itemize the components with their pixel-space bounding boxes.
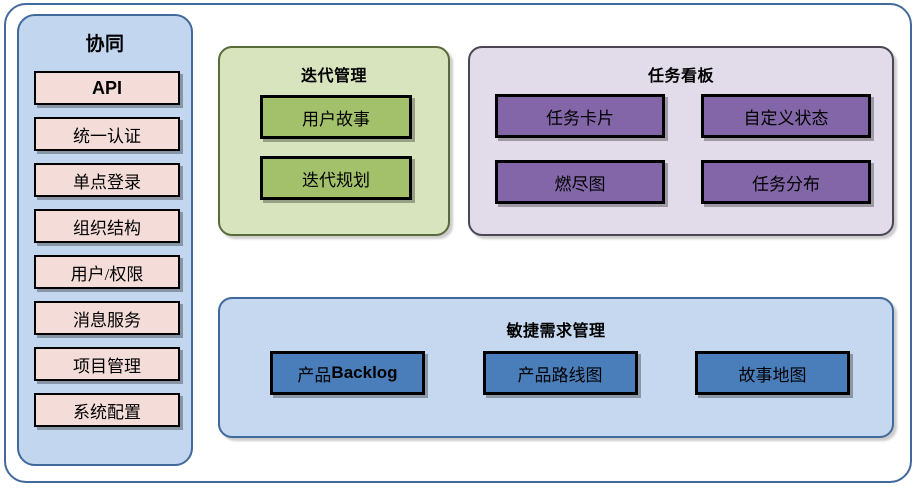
agile-item-product-backlog-suffix: Backlog [331, 363, 398, 382]
agile-item-product-backlog-prefix: 产品 [297, 365, 332, 385]
task-board-item-grid: 任务卡片 自定义状态 燃尽图 任务分布 [495, 94, 871, 204]
sidebar-item-system-config[interactable]: 系统配置 [34, 393, 180, 427]
panel-iteration-management-title: 迭代管理 [300, 68, 367, 85]
panel-collaboration-title: 协同 [85, 34, 125, 55]
sidebar-item-org-structure[interactable]: 组织结构 [34, 209, 180, 243]
taskboard-item-task-card[interactable]: 任务卡片 [495, 94, 665, 138]
iteration-item-list: 用户故事 迭代规划 [260, 95, 412, 217]
sidebar-item-single-sign-on[interactable]: 单点登录 [34, 163, 180, 197]
sidebar-item-user-permission[interactable]: 用户/权限 [34, 255, 180, 289]
agile-item-product-roadmap[interactable]: 产品路线图 [482, 351, 638, 395]
panel-collaboration[interactable]: 协同 API 统一认证 单点登录 组织结构 用户/权限 消息服务 项目管理 系统… [17, 14, 193, 466]
panel-iteration-management[interactable]: 迭代管理 用户故事 迭代规划 [218, 46, 450, 236]
iteration-item-user-story[interactable]: 用户故事 [260, 95, 412, 139]
taskboard-item-custom-status[interactable]: 自定义状态 [701, 94, 871, 138]
sidebar-item-unified-auth[interactable]: 统一认证 [34, 117, 180, 151]
sidebar-item-project-management[interactable]: 项目管理 [34, 347, 180, 381]
sidebar-item-api[interactable]: API [34, 71, 180, 105]
sidebar-item-message-service[interactable]: 消息服务 [34, 301, 180, 335]
collaboration-item-list: API 统一认证 单点登录 组织结构 用户/权限 消息服务 项目管理 系统配置 [34, 71, 180, 439]
agile-item-story-map[interactable]: 故事地图 [695, 351, 850, 395]
iteration-item-iteration-planning[interactable]: 迭代规划 [260, 156, 412, 200]
taskboard-item-task-distribution[interactable]: 任务分布 [701, 160, 871, 204]
panel-task-board[interactable]: 任务看板 任务卡片 自定义状态 燃尽图 任务分布 [468, 46, 894, 236]
panel-task-board-title: 任务看板 [647, 68, 714, 85]
panel-agile-requirement-management-title: 敏捷需求管理 [506, 323, 606, 340]
taskboard-item-burndown-chart[interactable]: 燃尽图 [495, 160, 665, 204]
